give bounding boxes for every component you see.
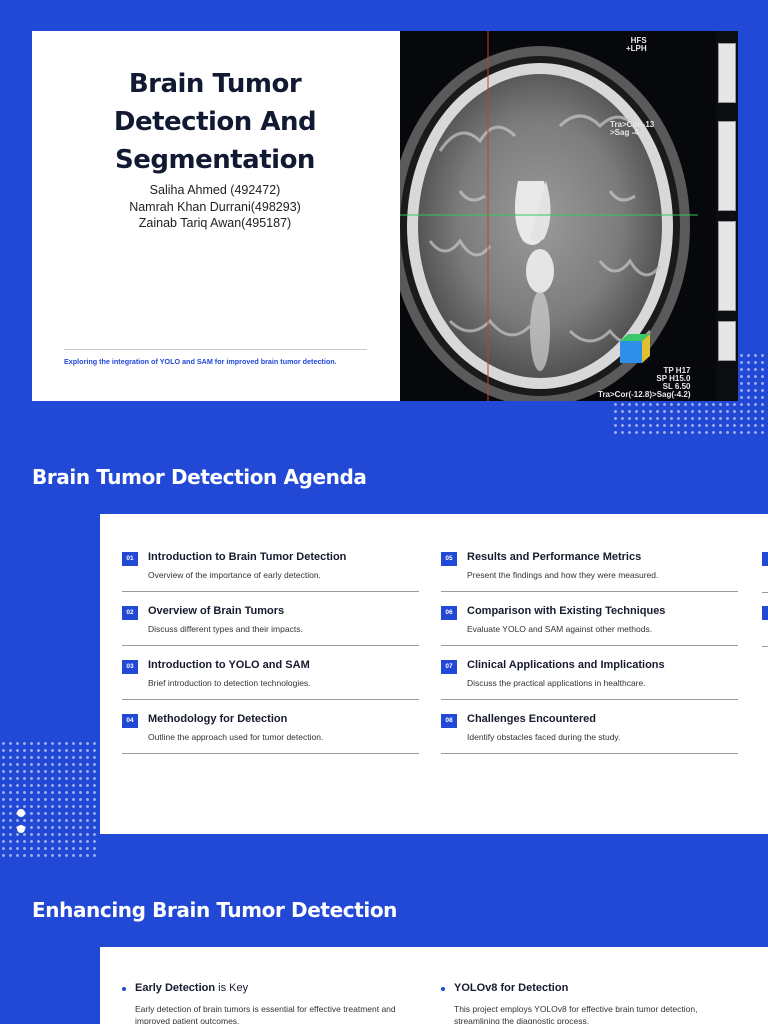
agenda-panel: 01 Introduction to Brain Tumor Detection… xyxy=(100,514,768,834)
agenda-number-badge: 02 xyxy=(122,606,138,620)
agenda-item-desc: Identify obstacles faced during the stud… xyxy=(467,732,621,742)
divider-clipped xyxy=(762,592,768,593)
point-title: Early Detection is Key xyxy=(135,982,248,994)
agenda-item: 02 Overview of Brain Tumors Discuss diff… xyxy=(122,600,419,646)
title-line-1: Brain Tumor xyxy=(128,69,302,99)
agenda-item-title: Comparison with Existing Techniques xyxy=(467,605,666,617)
agenda-item-title: Overview of Brain Tumors xyxy=(148,605,285,617)
viewer-tool-button[interactable] xyxy=(718,321,736,361)
agenda-item-title: Clinical Applications and Implications xyxy=(467,659,665,671)
overlay-text: Tra>Cor(-12.8)>Sag(-4.2) xyxy=(598,390,691,399)
overlay-text: SL 6.50 xyxy=(662,382,691,391)
agenda-item: 08 Challenges Encountered Identify obsta… xyxy=(441,708,738,754)
author: Zainab Tariq Awan(495187) xyxy=(138,216,292,230)
agenda-item-desc: Brief introduction to detection technolo… xyxy=(148,678,311,688)
overlay-text: >Sag -4 xyxy=(610,128,639,137)
overlay-text: TP H17 xyxy=(663,366,691,375)
point-desc: Early detection of brain tumors is essen… xyxy=(135,1004,396,1024)
author: Saliha Ahmed (492472) xyxy=(149,183,281,197)
mri-overlay-bottom: TP H17 SP H15.0 SL 6.50 Tra>Cor(-12.8)>S… xyxy=(598,367,690,399)
viewer-toolbar xyxy=(716,31,738,401)
agenda-item-title: Introduction to Brain Tumor Detection xyxy=(148,551,347,563)
point-title: YOLOv8 for Detection xyxy=(454,982,568,994)
bullet-icon xyxy=(441,987,445,991)
agenda-item-title: Methodology for Detection xyxy=(148,713,288,725)
agenda-number-badge: 04 xyxy=(122,714,138,728)
title-line-2: Detection And xyxy=(113,107,317,137)
overlay-text: +LPH xyxy=(626,44,647,53)
agenda-item-title: Results and Performance Metrics xyxy=(467,551,642,563)
point-title-rest: is Key xyxy=(215,982,249,994)
agenda-number-badge: 05 xyxy=(441,552,457,566)
divider xyxy=(64,349,367,350)
agenda-item-desc: Overview of the importance of early dete… xyxy=(148,570,321,580)
slide-indicator[interactable] xyxy=(17,825,25,833)
agenda-item-desc: Present the findings and how they were m… xyxy=(467,570,659,580)
title-line-3: Segmentation xyxy=(115,145,315,175)
point-title-bold: Early Detection xyxy=(135,982,216,994)
agenda-number-badge: 01 xyxy=(122,552,138,566)
slide-indicator[interactable] xyxy=(17,809,25,817)
agenda-heading: Brain Tumor Detection Agenda xyxy=(32,465,367,489)
divider-clipped xyxy=(762,646,768,647)
agenda-number-badge-clipped xyxy=(762,552,768,566)
overlay-text: SP H15.0 xyxy=(656,374,691,383)
mri-overlay-mid: Tra>Cor -13 >Sag -4 xyxy=(610,121,654,137)
agenda-number-badge: 03 xyxy=(122,660,138,674)
mri-overlay-top: HFS +LPH xyxy=(626,37,647,53)
viewer-tool-button[interactable] xyxy=(718,43,736,103)
cover-subtitle: Exploring the integration of YOLO and SA… xyxy=(64,357,337,366)
overlay-text: Tra>Cor -13 xyxy=(610,120,655,129)
enhancing-heading: Enhancing Brain Tumor Detection xyxy=(32,898,397,922)
point-desc: This project employs YOLOv8 for effectiv… xyxy=(454,1004,698,1024)
agenda-number-badge-clipped xyxy=(762,606,768,620)
author: Namrah Khan Durrani(498293) xyxy=(129,199,301,214)
mri-image: HFS +LPH Tra>Cor -13 >Sag -4 TP H17 SP H… xyxy=(400,31,738,401)
agenda-item: 01 Introduction to Brain Tumor Detection… xyxy=(122,546,419,592)
agenda-item-desc: Evaluate YOLO and SAM against other meth… xyxy=(467,624,653,634)
agenda-number-badge: 06 xyxy=(441,606,457,620)
point-title-bold: YOLOv8 for Detection xyxy=(454,982,569,994)
agenda-number-badge: 07 xyxy=(441,660,457,674)
viewer-tool-button[interactable] xyxy=(718,221,736,311)
cover-text-panel: Brain Tumor Detection And Segmentation S… xyxy=(32,31,400,401)
agenda-item: 06 Comparison with Existing Techniques E… xyxy=(441,600,738,646)
agenda-item-title: Introduction to YOLO and SAM xyxy=(148,659,310,671)
agenda-item: 07 Clinical Applications and Implication… xyxy=(441,654,738,700)
overlay-text: HFS xyxy=(630,36,647,45)
cover-title: Brain Tumor Detection And Segmentation xyxy=(32,65,398,179)
agenda-item-title: Challenges Encountered xyxy=(467,713,596,725)
cover-slide: Brain Tumor Detection And Segmentation S… xyxy=(32,31,738,401)
agenda-number-badge: 08 xyxy=(441,714,457,728)
agenda-item-desc: Discuss the practical applications in he… xyxy=(467,678,646,688)
agenda-item-desc: Outline the approach used for tumor dete… xyxy=(148,732,324,742)
bullet-icon xyxy=(122,987,126,991)
agenda-item-desc: Discuss different types and their impact… xyxy=(148,624,303,634)
brain-mri-scan xyxy=(400,31,738,401)
agenda-item: 05 Results and Performance Metrics Prese… xyxy=(441,546,738,592)
enhancing-panel: Early Detection is Key Early detection o… xyxy=(100,947,768,1024)
dot-pattern-left xyxy=(0,740,100,860)
viewer-tool-button[interactable] xyxy=(718,121,736,211)
agenda-item: 03 Introduction to YOLO and SAM Brief in… xyxy=(122,654,419,700)
author-list: Saliha Ahmed (492472) Namrah Khan Durran… xyxy=(32,182,398,232)
agenda-item: 04 Methodology for Detection Outline the… xyxy=(122,708,419,754)
